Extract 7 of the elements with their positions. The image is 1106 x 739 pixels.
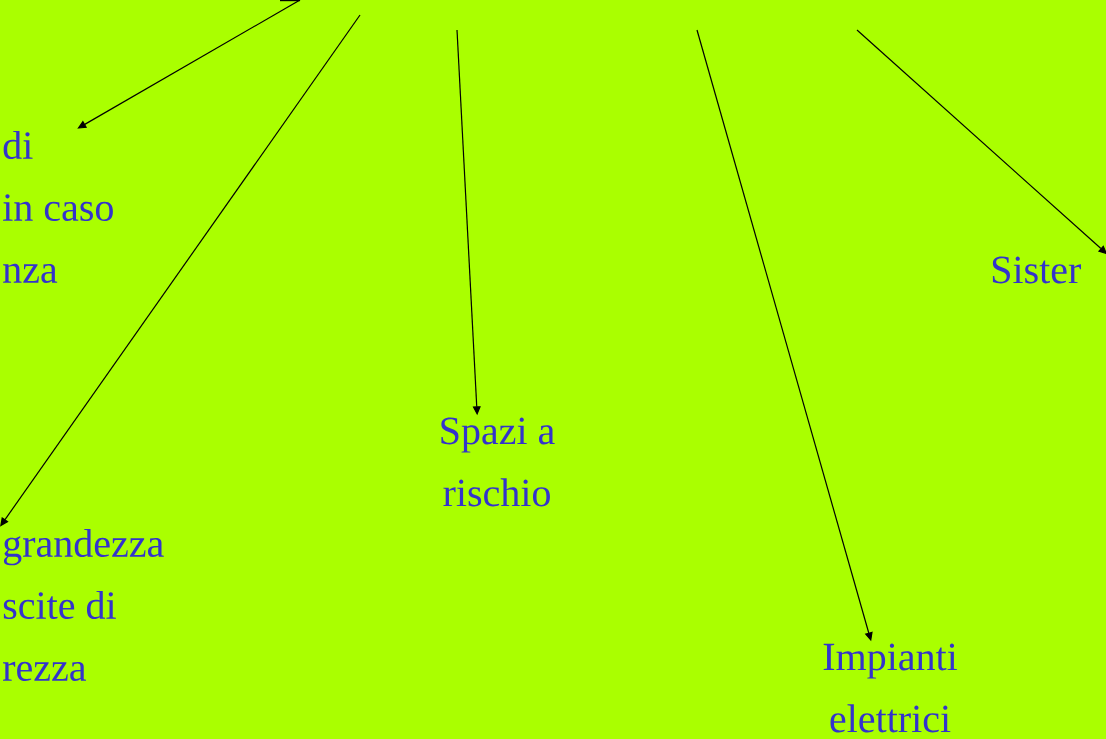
node-label: Spazi a rischio — [441, 417, 555, 507]
node-label: Impianti elettrici — [823, 643, 958, 733]
node-label: grandezza scite di rezza — [3, 528, 164, 682]
node-label: Sister — [992, 256, 1081, 284]
arrow — [77, 0, 301, 129]
arrow — [0, 14, 361, 527]
node-label: di in caso nza — [3, 130, 113, 284]
